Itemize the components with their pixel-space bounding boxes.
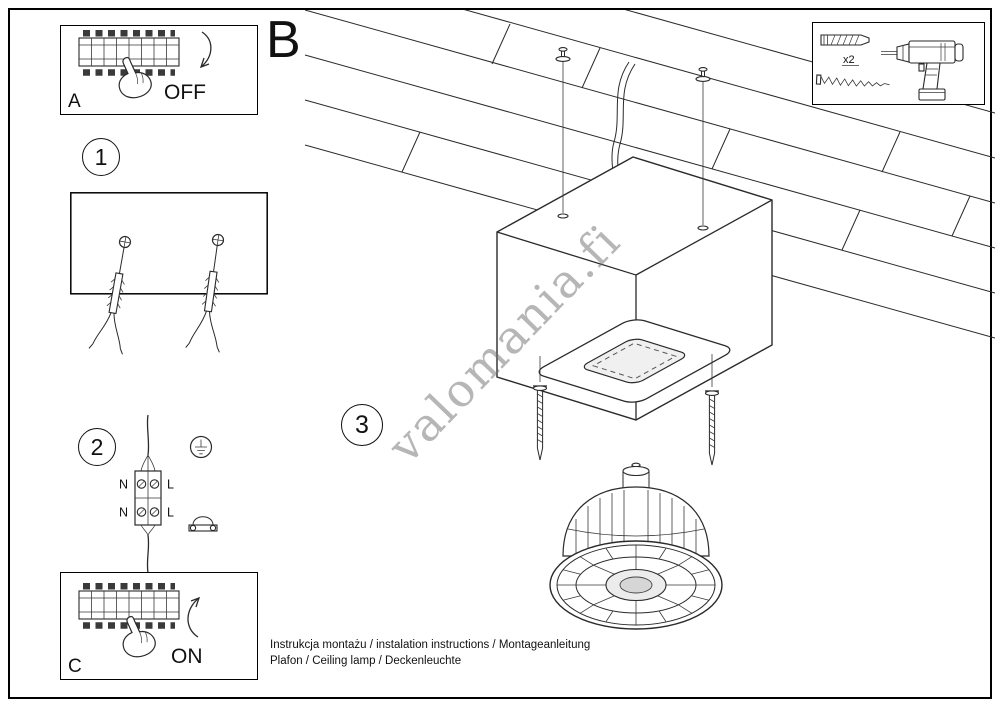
drill-icon [881,40,964,101]
wall-plug-icon [820,34,870,46]
wall-anchor-right-icon [185,233,225,353]
ceiling-screw-right-icon [695,67,711,82]
installation-illustration [304,10,995,630]
ceiling-screw-left-icon [555,47,571,62]
panel-power-on: ON C [60,572,258,680]
footer-captions: Instrukcja montażu / instalation instruc… [270,637,590,669]
neutral-top-label: N [119,478,128,492]
panel-c-label: C [68,656,82,677]
panel-a-label: A [68,91,81,112]
hardware-drawing: x2 [815,34,964,101]
arrow-up-icon [187,596,201,638]
mount-hole-left [557,213,569,219]
cable-splay-top [140,454,156,472]
cable-bottom [146,534,150,574]
terminal-block-icon [134,470,162,526]
switch-state-on: ON [171,645,203,668]
step-2-number: 2 [90,433,104,460]
mount-hole-right [697,225,709,231]
screw-icon [815,74,890,87]
arrow-down-icon [199,31,212,69]
wall-anchor-left-icon [88,235,132,355]
mounting-screw-right-icon [704,390,720,466]
live-bottom-label: L [167,506,174,520]
lamp-opening-icon [533,317,737,404]
panel-a-drawing: OFF A [68,29,212,112]
hardware-box: x2 [812,22,985,105]
quantity-label: x2 [843,54,855,66]
hand-icon [118,56,152,99]
cable-splay-bottom [140,524,156,536]
earth-symbol-icon [189,435,213,459]
step-3-number: 3 [355,410,369,439]
footer-line-1: Instrukcja montażu / instalation instruc… [270,639,591,651]
panel-c-drawing: ON C [68,582,203,677]
neutral-bottom-label: N [119,506,128,520]
footer-line-2: Plafon / Ceiling lamp / Deckenleuchte [270,655,462,667]
panel-power-off: OFF A [60,25,258,115]
mounting-screw-left-icon [532,385,548,461]
anchors-drawing [70,192,268,355]
wiring-drawing: N L N L [119,414,218,574]
step-2-badge: 2 [78,428,116,466]
cable-top [146,414,150,456]
live-top-label: L [167,478,174,492]
switch-state-off: OFF [164,81,206,104]
hand-icon [122,615,156,658]
panel-b-label: B [266,11,301,69]
step-1-badge: 1 [82,138,120,176]
step-1-number: 1 [94,143,108,170]
cable-clamp-icon [188,516,218,532]
reflector-bulb-icon [549,462,723,630]
breaker-panel-icon [78,582,180,629]
anchors-box [70,192,268,295]
step-3-badge: 3 [341,404,383,446]
